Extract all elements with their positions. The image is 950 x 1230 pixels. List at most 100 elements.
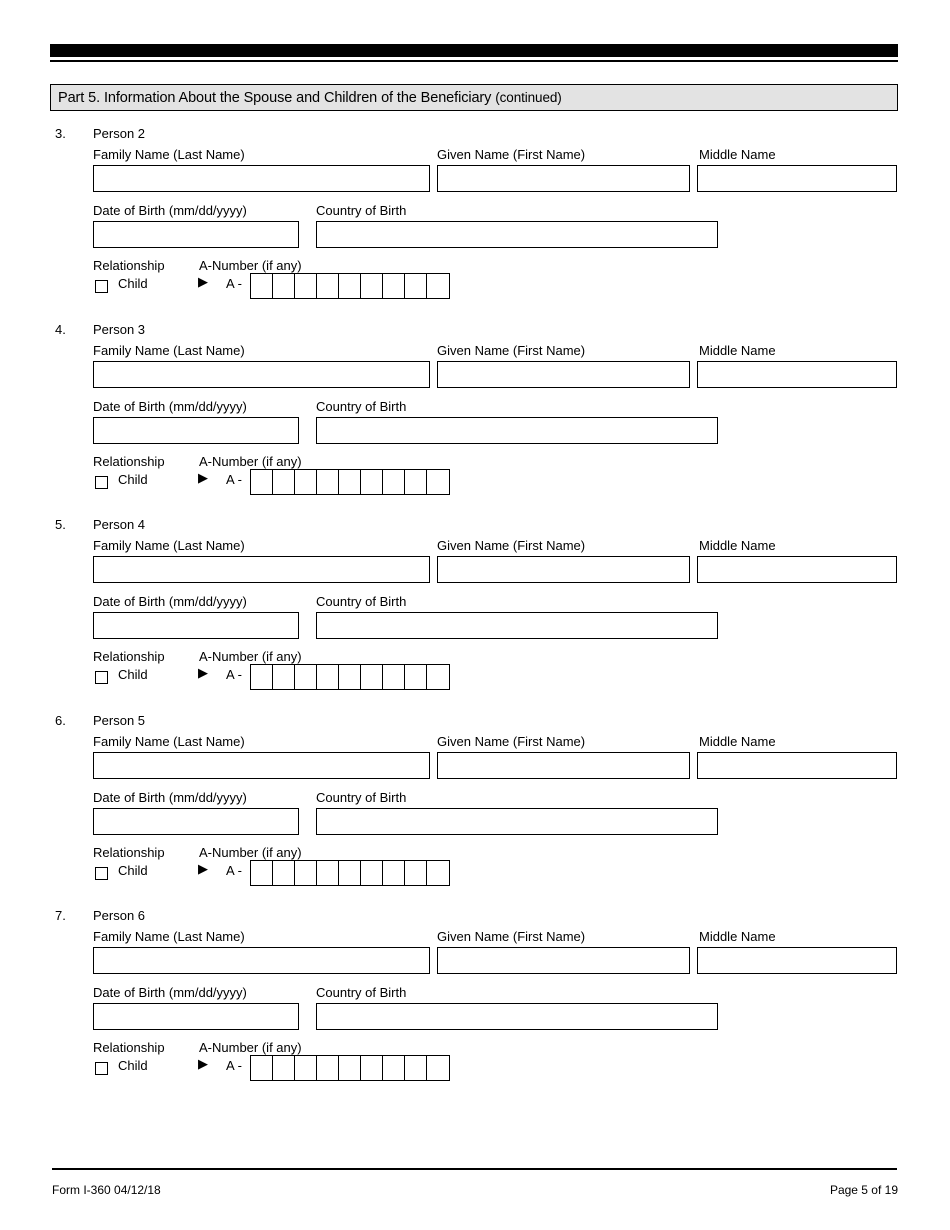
a-number-cell[interactable] [383,665,405,689]
child-checkbox[interactable] [95,280,108,293]
a-number-cell[interactable] [295,861,317,885]
child-checkbox[interactable] [95,476,108,489]
part-5-title: Part 5. Information About the Spouse and… [58,89,496,106]
country-of-birth-label: Country of Birth [316,203,407,218]
given-name-label: Given Name (First Name) [437,343,586,358]
family-name-input[interactable] [93,752,430,779]
country-of-birth-input[interactable] [316,417,718,444]
a-number-cell[interactable] [251,861,273,885]
family-name-input[interactable] [93,947,430,974]
a-number-cell[interactable] [405,1056,427,1080]
a-number-prefix: A - [226,667,242,682]
country-of-birth-input[interactable] [316,612,718,639]
a-number-cell[interactable] [295,274,317,298]
a-number-cell[interactable] [317,665,339,689]
barcode-underline-rule [50,60,898,62]
a-number-cell[interactable] [361,861,383,885]
a-number-cell[interactable] [405,470,427,494]
a-number-cell[interactable] [251,665,273,689]
country-of-birth-input[interactable] [316,221,718,248]
a-number-cell[interactable] [317,274,339,298]
relationship-label: Relationship [93,845,165,860]
a-number-cell[interactable] [273,274,295,298]
a-number-cell[interactable] [427,1056,449,1080]
child-checkbox[interactable] [95,1062,108,1075]
a-number-cell[interactable] [273,1056,295,1080]
a-number-cell[interactable] [295,1056,317,1080]
a-number-cell[interactable] [427,861,449,885]
a-number-cell[interactable] [383,1056,405,1080]
middle-name-input[interactable] [697,556,897,583]
family-name-input[interactable] [93,361,430,388]
middle-name-input[interactable] [697,361,897,388]
right-arrow-icon: ▶ [198,665,208,680]
a-number-cell[interactable] [273,665,295,689]
a-number-cell[interactable] [251,274,273,298]
a-number-label: A-Number (if any) [199,454,302,469]
a-number-cell[interactable] [317,861,339,885]
a-number-input-grid[interactable] [250,273,450,299]
a-number-cell[interactable] [273,470,295,494]
a-number-cell[interactable] [405,665,427,689]
a-number-cell[interactable] [405,274,427,298]
a-number-cell[interactable] [405,861,427,885]
family-name-label: Family Name (Last Name) [93,343,245,358]
given-name-input[interactable] [437,752,690,779]
country-of-birth-label: Country of Birth [316,594,407,609]
country-of-birth-input[interactable] [316,1003,718,1030]
a-number-cell[interactable] [295,470,317,494]
a-number-cell[interactable] [383,470,405,494]
relationship-label: Relationship [93,258,165,273]
a-number-input-grid[interactable] [250,664,450,690]
child-checkbox[interactable] [95,867,108,880]
a-number-cell[interactable] [361,665,383,689]
country-of-birth-input[interactable] [316,808,718,835]
a-number-cell[interactable] [361,274,383,298]
date-of-birth-input[interactable] [93,417,299,444]
a-number-cell[interactable] [383,861,405,885]
a-number-cell[interactable] [295,665,317,689]
person-title: Person 6 [93,908,146,923]
date-of-birth-input[interactable] [93,1003,299,1030]
a-number-cell[interactable] [427,470,449,494]
given-name-input[interactable] [437,947,690,974]
item-number: 3. [55,126,66,141]
a-number-cell[interactable] [251,1056,273,1080]
date-of-birth-label: Date of Birth (mm/dd/yyyy) [93,790,247,805]
a-number-cell[interactable] [339,665,361,689]
middle-name-input[interactable] [697,752,897,779]
a-number-cell[interactable] [317,1056,339,1080]
a-number-input-grid[interactable] [250,860,450,886]
a-number-cell[interactable] [339,861,361,885]
a-number-cell[interactable] [361,1056,383,1080]
relationship-label: Relationship [93,649,165,664]
given-name-input[interactable] [437,165,690,192]
a-number-cell[interactable] [251,470,273,494]
given-name-input[interactable] [437,361,690,388]
date-of-birth-input[interactable] [93,612,299,639]
a-number-cell[interactable] [427,274,449,298]
child-checkbox[interactable] [95,671,108,684]
family-name-label: Family Name (Last Name) [93,734,245,749]
a-number-cell[interactable] [339,274,361,298]
family-name-input[interactable] [93,165,430,192]
a-number-cell[interactable] [339,470,361,494]
family-name-label: Family Name (Last Name) [93,538,245,553]
given-name-input[interactable] [437,556,690,583]
date-of-birth-input[interactable] [93,221,299,248]
a-number-cell[interactable] [427,665,449,689]
country-of-birth-label: Country of Birth [316,985,407,1000]
a-number-cell[interactable] [339,1056,361,1080]
a-number-label: A-Number (if any) [199,258,302,273]
a-number-input-grid[interactable] [250,469,450,495]
family-name-input[interactable] [93,556,430,583]
middle-name-input[interactable] [697,165,897,192]
a-number-cell[interactable] [317,470,339,494]
middle-name-input[interactable] [697,947,897,974]
given-name-label: Given Name (First Name) [437,734,586,749]
a-number-cell[interactable] [273,861,295,885]
a-number-input-grid[interactable] [250,1055,450,1081]
a-number-cell[interactable] [361,470,383,494]
a-number-cell[interactable] [383,274,405,298]
date-of-birth-input[interactable] [93,808,299,835]
